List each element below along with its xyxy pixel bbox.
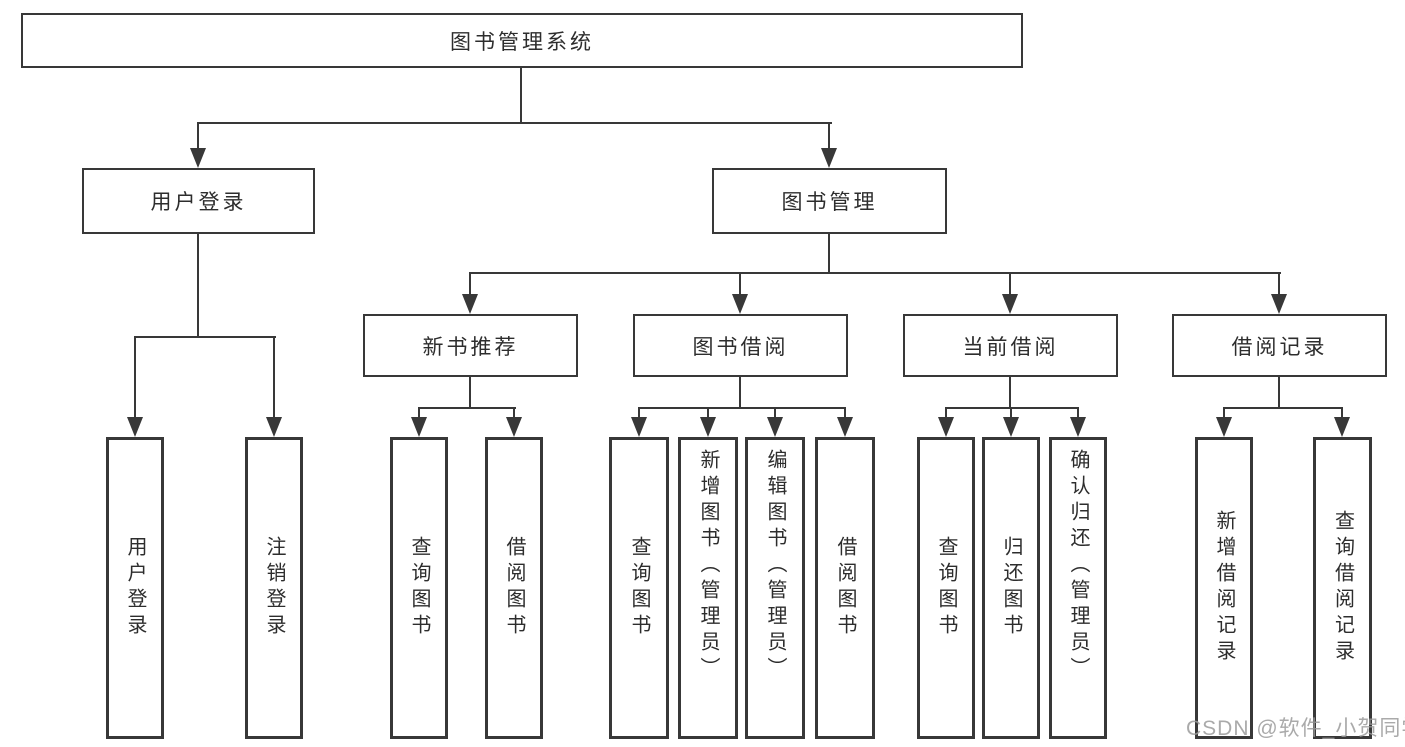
node-borrow-records-label: 借阅记录 — [1231, 335, 1328, 359]
connector-line — [707, 407, 709, 417]
node-leaf-user-login-label: 用户登录 — [124, 536, 146, 640]
arrow-down-icon — [1271, 294, 1287, 314]
connector-line — [1278, 377, 1280, 407]
connector-line — [520, 68, 522, 122]
arrow-down-icon — [1003, 417, 1019, 437]
connector-line — [638, 407, 640, 417]
connector-line — [273, 336, 275, 417]
connector-line — [844, 407, 846, 417]
node-book-management: 图书管理 — [712, 168, 947, 234]
arrow-down-icon — [821, 148, 837, 168]
node-leaf-query-borrow-record-label: 查询借阅记录 — [1331, 510, 1354, 666]
watermark-text: CSDN @软件_小贺同学 — [1186, 717, 1405, 740]
connector-line — [197, 122, 199, 150]
connector-line — [134, 336, 136, 417]
node-leaf-user-login: 用户登录 — [106, 437, 164, 739]
connector-line — [1010, 407, 1012, 417]
node-user-login-label: 用户登录 — [150, 191, 247, 214]
connector-line — [1341, 407, 1343, 417]
arrow-down-icon — [1216, 417, 1232, 437]
connector-line — [418, 407, 420, 417]
node-leaf-confirm-return-admin: 确认归还（管理员） — [1049, 437, 1107, 739]
connector-line — [828, 122, 830, 150]
node-new-book-recommend: 新书推荐 — [363, 314, 578, 377]
arrow-down-icon — [767, 417, 783, 437]
node-leaf-borrow-books: 借阅图书 — [815, 437, 875, 739]
connector-line — [134, 336, 276, 338]
node-leaf-query-books-current-label: 查询图书 — [935, 536, 957, 640]
node-book-borrow-label: 图书借阅 — [692, 335, 789, 359]
arrow-down-icon — [938, 417, 954, 437]
connector-line — [513, 407, 515, 417]
node-current-borrow: 当前借阅 — [903, 314, 1118, 377]
connector-line — [197, 234, 199, 336]
node-leaf-add-books-admin: 新增图书（管理员） — [678, 437, 738, 739]
connector-line — [739, 272, 741, 294]
node-book-borrow: 图书借阅 — [633, 314, 848, 377]
connector-line — [418, 407, 516, 409]
node-borrow-records: 借阅记录 — [1172, 314, 1387, 377]
arrow-down-icon — [700, 417, 716, 437]
node-leaf-return-books: 归还图书 — [982, 437, 1040, 739]
arrow-down-icon — [266, 417, 282, 437]
node-leaf-borrow-books-recommend: 借阅图书 — [485, 437, 543, 739]
node-leaf-add-borrow-record: 新增借阅记录 — [1195, 437, 1253, 739]
node-leaf-query-books-current: 查询图书 — [917, 437, 975, 739]
node-leaf-query-books-borrow: 查询图书 — [609, 437, 669, 739]
connector-line — [1077, 407, 1079, 417]
connector-line — [945, 407, 1079, 409]
connector-line — [1009, 272, 1011, 294]
node-leaf-borrow-books-recommend-label: 借阅图书 — [503, 536, 525, 640]
arrow-down-icon — [127, 417, 143, 437]
node-leaf-query-books-recommend-label: 查询图书 — [408, 536, 430, 640]
node-leaf-add-borrow-record-label: 新增借阅记录 — [1213, 510, 1235, 666]
node-leaf-query-borrow-record: 查询借阅记录 — [1313, 437, 1372, 739]
arrow-down-icon — [837, 417, 853, 437]
arrow-down-icon — [1334, 417, 1350, 437]
connector-line — [945, 407, 947, 417]
arrow-down-icon — [506, 417, 522, 437]
node-leaf-query-books-recommend: 查询图书 — [390, 437, 448, 739]
arrow-down-icon — [1002, 294, 1018, 314]
connector-line — [469, 377, 471, 407]
arrow-down-icon — [462, 294, 478, 314]
node-leaf-add-books-admin-label: 新增图书（管理员） — [697, 449, 719, 683]
node-leaf-logout-label: 注销登录 — [263, 536, 285, 640]
connector-line — [469, 272, 1281, 274]
node-leaf-logout: 注销登录 — [245, 437, 303, 739]
node-user-login: 用户登录 — [82, 168, 315, 234]
node-leaf-confirm-return-admin-label: 确认归还（管理员） — [1067, 449, 1089, 683]
connector-line — [1009, 377, 1011, 407]
connector-line — [739, 377, 741, 407]
arrow-down-icon — [190, 148, 206, 168]
arrow-down-icon — [732, 294, 748, 314]
arrow-down-icon — [411, 417, 427, 437]
node-leaf-return-books-label: 归还图书 — [1000, 536, 1022, 640]
node-leaf-edit-books-admin: 编辑图书（管理员） — [745, 437, 805, 739]
node-current-borrow-label: 当前借阅 — [962, 335, 1059, 359]
arrow-down-icon — [1070, 417, 1086, 437]
connector-line — [197, 122, 832, 124]
connector-line — [1278, 272, 1280, 294]
node-book-management-label: 图书管理 — [781, 191, 878, 214]
node-leaf-edit-books-admin-label: 编辑图书（管理员） — [764, 449, 786, 683]
node-root-label: 图书管理系统 — [450, 30, 594, 54]
node-root-system: 图书管理系统 — [21, 13, 1023, 68]
arrow-down-icon — [631, 417, 647, 437]
node-leaf-borrow-books-label: 借阅图书 — [834, 536, 856, 640]
node-leaf-query-books-borrow-label: 查询图书 — [628, 536, 650, 640]
connector-line — [1223, 407, 1343, 409]
connector-line — [1223, 407, 1225, 417]
connector-line — [828, 234, 830, 272]
connector-line — [638, 407, 846, 409]
connector-line — [469, 272, 471, 294]
node-new-book-recommend-label: 新书推荐 — [422, 335, 519, 359]
connector-line — [774, 407, 776, 417]
